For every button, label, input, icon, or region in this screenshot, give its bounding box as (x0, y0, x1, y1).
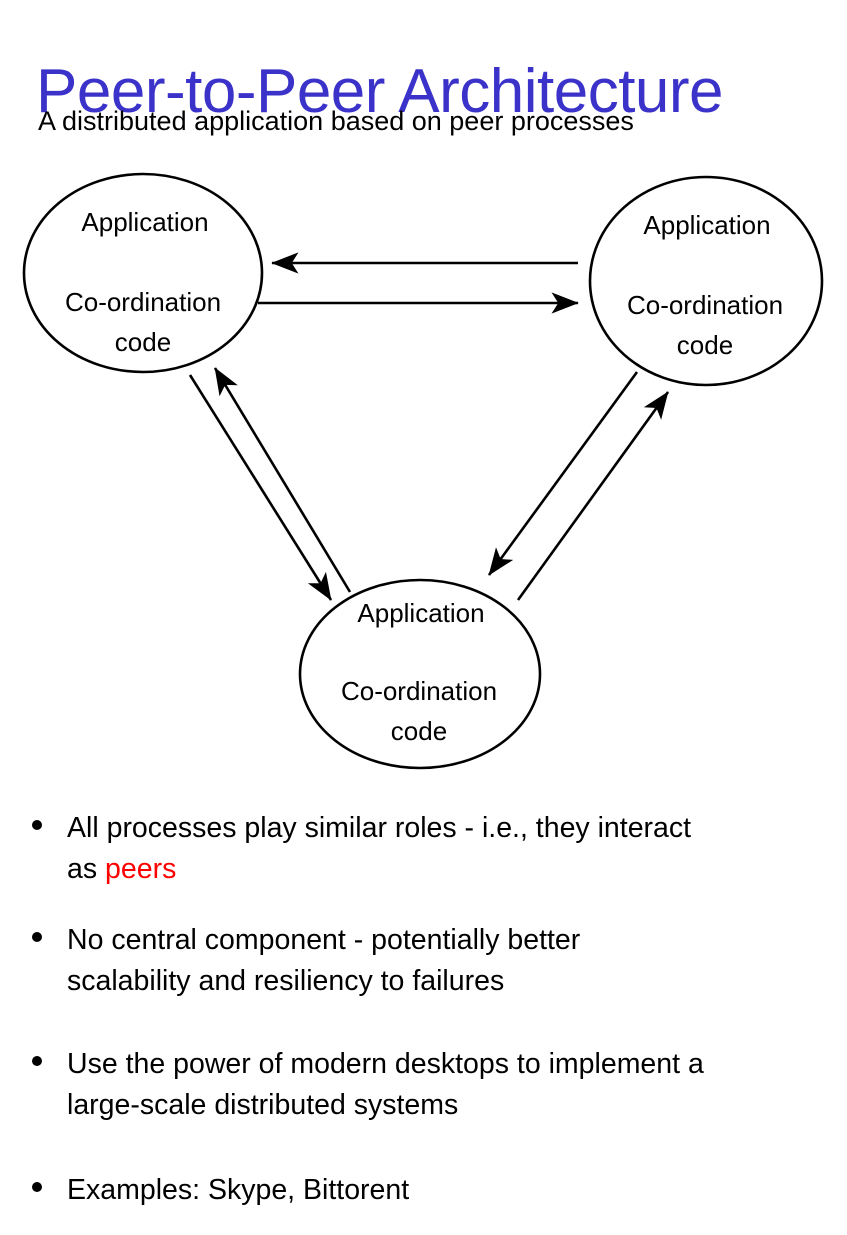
peer-node-bottom[interactable]: Application Co-ordination code (298, 578, 542, 770)
bullet-text: Examples: Skype, Bittorent (67, 1170, 707, 1211)
slide-subtitle: A distributed application based on peer … (38, 106, 634, 136)
edge-bottom-to-right (516, 391, 670, 601)
bullet-text-main: Examples: Skype, Bittorent (67, 1174, 410, 1206)
peer-node-bottom-line2: Co-ordination (341, 676, 497, 706)
bullet-text-main: Use the power of modern desktops to impl… (67, 1048, 704, 1121)
list-item: No central component - potentially bette… (0, 920, 847, 1002)
list-item: Examples: Skype, Bittorent (0, 1170, 847, 1211)
edge-left-to-bottom (188, 374, 333, 601)
bullet-marker-icon (32, 1056, 42, 1066)
bullet-text: All processes play similar roles - i.e.,… (67, 808, 707, 890)
peer-node-top-left-line3: code (115, 327, 171, 357)
bullet-marker-icon (32, 932, 42, 942)
peer-to-peer-diagram: Application Co-ordination code Applicati… (0, 160, 847, 790)
bullet-text-main: No central component - potentially bette… (67, 924, 581, 997)
peer-node-top-right-line3: code (677, 330, 733, 360)
bullet-marker-icon (32, 820, 42, 830)
bullet-highlight-peers: peers (105, 853, 177, 885)
peer-node-top-right[interactable]: Application Co-ordination code (588, 175, 824, 387)
edge-right-to-bottom (487, 371, 639, 576)
bullet-text: Use the power of modern desktops to impl… (67, 1044, 707, 1126)
peer-node-top-right-line2: Co-ordination (627, 290, 783, 320)
peer-node-top-left-line1: Application (81, 207, 208, 237)
bullet-marker-icon (32, 1182, 42, 1192)
peer-node-bottom-line3: code (391, 716, 447, 746)
page-title: Peer-to-Peer Architecture (36, 56, 724, 126)
list-item: Use the power of modern desktops to impl… (0, 1044, 847, 1126)
bullet-text-main: All processes play similar roles - i.e.,… (67, 812, 692, 885)
peer-node-bottom-line1: Application (357, 598, 484, 628)
peer-node-top-left[interactable]: Application Co-ordination code (22, 172, 264, 374)
bullet-list: All processes play similar roles - i.e.,… (0, 808, 847, 1235)
edge-bottom-to-left (213, 367, 352, 593)
peer-node-top-right-line1: Application (643, 210, 770, 240)
peer-node-top-left-line2: Co-ordination (65, 287, 221, 317)
list-item: All processes play similar roles - i.e.,… (0, 808, 847, 890)
bullet-text: No central component - potentially bette… (67, 920, 707, 1002)
